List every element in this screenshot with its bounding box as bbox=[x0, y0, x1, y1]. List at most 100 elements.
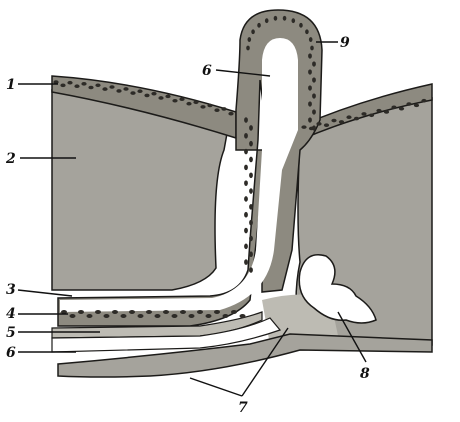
cell-nucleus bbox=[137, 89, 142, 93]
cell-nucleus bbox=[165, 95, 170, 99]
cell-nucleus bbox=[308, 53, 312, 58]
cell-nucleus bbox=[186, 102, 191, 106]
cell-nucleus bbox=[399, 107, 404, 111]
cell-nucleus bbox=[95, 83, 100, 87]
label-6-top: 6 bbox=[202, 63, 212, 79]
cell-nucleus bbox=[354, 117, 359, 121]
cell-nucleus bbox=[299, 23, 303, 28]
cell-nucleus bbox=[200, 105, 205, 109]
cell-nucleus bbox=[265, 18, 269, 23]
cell-nucleus bbox=[151, 92, 156, 96]
cell-nucleus bbox=[67, 81, 72, 85]
label-7: 7 bbox=[238, 400, 248, 416]
cell-nucleus bbox=[95, 310, 101, 314]
cell-nucleus bbox=[249, 125, 253, 131]
cell-nucleus bbox=[308, 85, 312, 90]
cell-nucleus bbox=[146, 310, 152, 314]
cell-nucleus bbox=[249, 251, 253, 257]
cell-nucleus bbox=[244, 244, 248, 250]
cell-nucleus bbox=[312, 61, 316, 66]
cell-nucleus bbox=[305, 29, 309, 34]
cell-nucleus bbox=[138, 314, 144, 318]
cell-nucleus bbox=[346, 115, 351, 119]
cell-nucleus bbox=[244, 228, 248, 234]
cell-nucleus bbox=[81, 82, 86, 86]
cell-nucleus bbox=[102, 87, 107, 91]
cell-nucleus bbox=[121, 314, 127, 318]
cell-nucleus bbox=[123, 87, 128, 91]
cell-nucleus bbox=[116, 89, 121, 93]
cell-nucleus bbox=[228, 112, 233, 116]
cell-nucleus bbox=[309, 37, 313, 42]
cell-nucleus bbox=[207, 104, 212, 108]
cell-nucleus bbox=[369, 113, 374, 117]
cell-nucleus bbox=[231, 310, 237, 314]
cell-nucleus bbox=[249, 141, 253, 147]
cell-nucleus bbox=[308, 117, 312, 122]
cell-nucleus bbox=[172, 314, 178, 318]
cell-nucleus bbox=[130, 91, 135, 95]
cell-nucleus bbox=[312, 109, 316, 114]
cell-nucleus bbox=[221, 107, 226, 111]
cell-nucleus bbox=[193, 100, 198, 104]
cell-nucleus bbox=[249, 172, 253, 178]
cell-nucleus bbox=[312, 125, 316, 130]
cell-nucleus bbox=[308, 69, 312, 74]
cell-nucleus bbox=[361, 112, 366, 116]
cell-nucleus bbox=[244, 212, 248, 218]
cell-nucleus bbox=[87, 314, 93, 318]
cell-nucleus bbox=[249, 204, 253, 210]
cell-nucleus bbox=[249, 220, 253, 226]
cell-nucleus bbox=[247, 37, 251, 42]
cell-nucleus bbox=[172, 99, 177, 103]
cell-nucleus bbox=[257, 23, 261, 28]
cell-nucleus bbox=[324, 123, 329, 127]
cell-nucleus bbox=[421, 99, 426, 103]
cell-nucleus bbox=[223, 314, 229, 318]
cell-nucleus bbox=[406, 102, 411, 106]
cell-nucleus bbox=[291, 18, 295, 23]
label-8: 8 bbox=[360, 366, 370, 382]
label-3: 3 bbox=[6, 282, 16, 298]
cell-nucleus bbox=[244, 180, 248, 186]
cell-nucleus bbox=[339, 120, 344, 124]
cell-nucleus bbox=[163, 310, 169, 314]
cell-nucleus bbox=[214, 310, 220, 314]
cell-nucleus bbox=[308, 101, 312, 106]
cell-nucleus bbox=[414, 104, 419, 108]
cell-nucleus bbox=[249, 236, 253, 242]
cell-nucleus bbox=[214, 108, 219, 112]
label-2: 2 bbox=[5, 151, 16, 167]
label-5: 5 bbox=[6, 325, 16, 341]
cell-nucleus bbox=[60, 84, 65, 88]
cell-nucleus bbox=[180, 310, 186, 314]
cell-nucleus bbox=[70, 314, 76, 318]
cell-nucleus bbox=[244, 196, 248, 202]
cell-nucleus bbox=[316, 122, 321, 126]
cell-nucleus bbox=[112, 310, 118, 314]
cell-nucleus bbox=[189, 314, 195, 318]
cell-nucleus bbox=[312, 93, 316, 98]
cell-nucleus bbox=[312, 77, 316, 82]
label-9: 9 bbox=[340, 35, 350, 51]
cell-nucleus bbox=[274, 16, 278, 21]
cell-nucleus bbox=[155, 314, 161, 318]
label-4: 4 bbox=[6, 306, 16, 322]
cell-nucleus bbox=[331, 119, 336, 123]
label-1: 1 bbox=[6, 77, 16, 93]
cell-nucleus bbox=[240, 314, 246, 318]
cell-nucleus bbox=[310, 46, 314, 51]
cell-nucleus bbox=[384, 110, 389, 114]
cell-nucleus bbox=[244, 133, 248, 139]
cell-nucleus bbox=[244, 117, 248, 123]
cell-nucleus bbox=[249, 188, 253, 194]
cell-nucleus bbox=[144, 94, 149, 98]
cell-nucleus bbox=[104, 314, 110, 318]
cell-nucleus bbox=[78, 310, 84, 314]
cell-nucleus bbox=[244, 259, 248, 265]
cell-nucleus bbox=[206, 314, 212, 318]
cell-nucleus bbox=[376, 109, 381, 113]
cell-nucleus bbox=[244, 149, 248, 155]
cell-nucleus bbox=[129, 310, 135, 314]
